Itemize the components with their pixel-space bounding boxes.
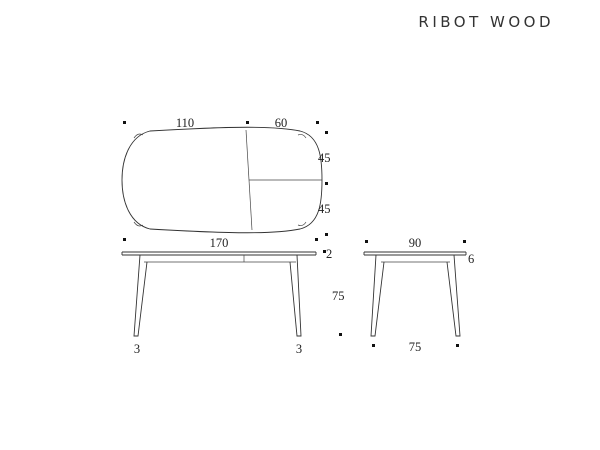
- side-view: 170 2 75 3 3: [121, 236, 345, 356]
- dim-marker: [325, 131, 328, 134]
- dim-top-width-lower: 45: [318, 202, 331, 216]
- dim-marker: [365, 240, 368, 243]
- dim-end-height: 75: [409, 340, 422, 354]
- dim-marker: [323, 250, 326, 253]
- end-view: 90 6 75: [363, 236, 474, 354]
- dim-marker: [456, 344, 459, 347]
- dim-top-width-upper: 45: [318, 151, 331, 165]
- dim-marker: [339, 333, 342, 336]
- dim-marker: [325, 182, 328, 185]
- leg-foot-tr: [297, 134, 307, 139]
- end-leg-left: [370, 254, 385, 337]
- dim-marker: [123, 238, 126, 241]
- dim-side-top-thickness: 2: [326, 247, 332, 261]
- dim-side-length: 170: [210, 236, 229, 250]
- leg-foot-tl: [133, 133, 144, 139]
- dim-marker: [315, 238, 318, 241]
- leg-foot-bl: [133, 221, 144, 227]
- dim-side-height: 75: [332, 289, 345, 303]
- dim-marker: [316, 121, 319, 124]
- top-view: 110 60 45 45: [121, 116, 331, 236]
- dim-top-length-main: 110: [176, 116, 194, 130]
- dim-top-length-extension: 60: [275, 116, 288, 130]
- dim-marker: [325, 233, 328, 236]
- dim-marker: [372, 344, 375, 347]
- dim-leg-left: 3: [134, 342, 140, 356]
- dim-leg-right: 3: [296, 342, 302, 356]
- leg-right: [289, 254, 302, 337]
- end-leg-right: [446, 254, 461, 337]
- dim-end-top-thickness: 6: [468, 252, 474, 266]
- tabletop-outline: [121, 126, 323, 234]
- leg-foot-br: [297, 221, 307, 226]
- dim-marker: [463, 240, 466, 243]
- dim-marker: [246, 121, 249, 124]
- dim-marker: [123, 121, 126, 124]
- leg-left: [133, 254, 148, 337]
- dim-end-width: 90: [409, 236, 422, 250]
- brand-logo-text: RIBOT WOOD: [418, 13, 554, 31]
